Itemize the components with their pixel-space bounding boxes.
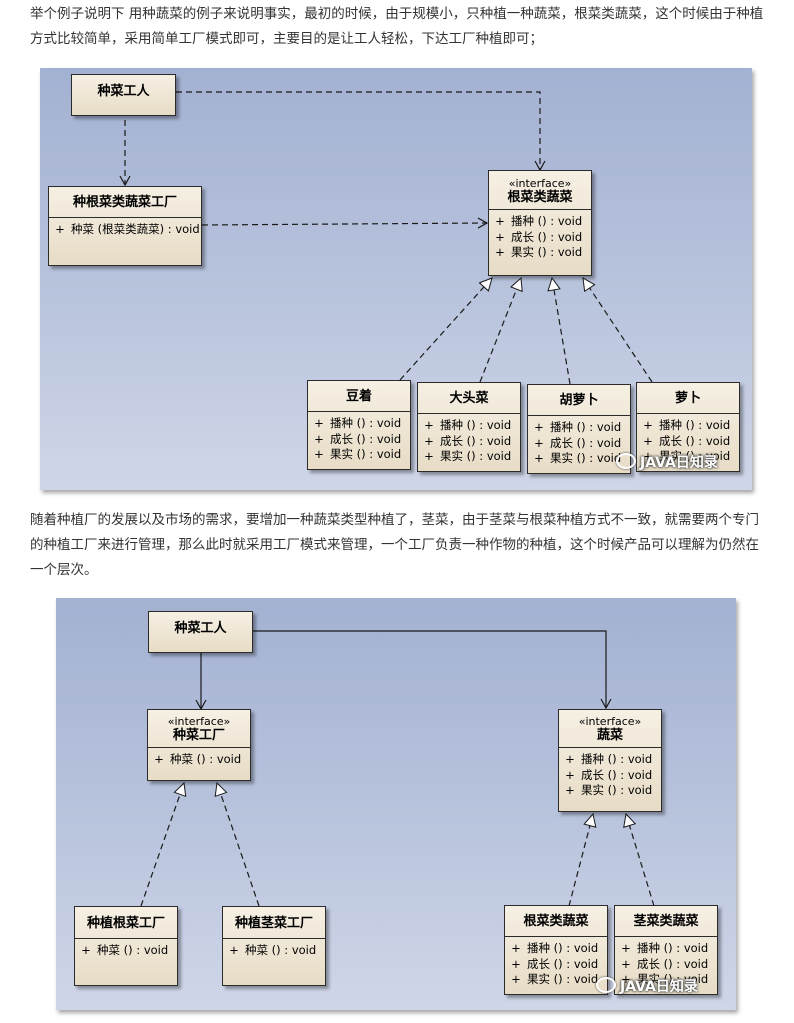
operation-row: +播种 () : void	[643, 418, 731, 432]
operation-row: +种菜 (根菜类蔬菜) : void	[55, 222, 200, 236]
operation-row: +播种 () : void	[534, 420, 622, 434]
realization-douzhe	[399, 277, 493, 381]
stem-veg-class: 茎菜类蔬菜 +播种 () : void +成长 () : void +果实 ()…	[614, 905, 718, 995]
product-class-douzhe: 豆着 +播种 () : void +成长 () : void +果实 () : …	[307, 380, 411, 470]
worker-class: 种菜工人	[148, 611, 253, 653]
operation-row: +播种 () : void	[511, 941, 599, 955]
class-name: 茎菜类蔬菜	[633, 914, 699, 929]
operation-row: +播种 () : void	[424, 418, 512, 432]
operation-row: +果实 () : void	[643, 449, 731, 463]
worker-class: 种菜工人	[71, 74, 176, 116]
uml-diagram-factory-method: 种菜工人 «interface» 种菜工厂 +种菜 () : void «int…	[56, 598, 736, 1010]
operation-row: +播种 () : void	[565, 752, 653, 766]
class-name: 种植茎菜工厂	[234, 916, 313, 931]
stem-factory-class: 种植茎菜工厂 +种菜 () : void	[222, 906, 326, 986]
operation-row: +成长 () : void	[314, 431, 402, 446]
operation-row: +播种 () : void	[314, 416, 402, 430]
root-veg-interface-class: «interface» 根菜类蔬菜 +播种 () : void +成长 () :…	[488, 170, 592, 276]
product-class-luobo: 萝卜 +播种 () : void +成长 () : void +果实 () : …	[636, 382, 740, 472]
intro-paragraph-2: 随着种植厂的发展以及市场的需求，要增加一种蔬菜类型种植了，茎菜，由于茎菜与根菜种…	[30, 512, 759, 578]
watermark: JAVA日知录	[596, 976, 698, 996]
operation-row: +种菜 () : void	[154, 752, 242, 766]
factory-to-iface-dependency	[201, 217, 489, 229]
worker-to-iface-dependency	[176, 91, 546, 172]
watermark: JAVA日知录	[616, 452, 718, 472]
worker-class-name: 种菜工人	[97, 84, 150, 99]
interface-name: 根菜类蔬菜	[507, 190, 573, 205]
operation-row: +果实 () : void	[495, 245, 583, 259]
realization-luobo	[582, 277, 653, 383]
operation-row: +成长 () : void	[643, 433, 731, 448]
realization-datoucai	[479, 276, 523, 383]
factory-class-name: 种根菜类蔬菜工厂	[72, 195, 177, 210]
diagram1-connectors	[119, 91, 653, 385]
interface-name: 种菜工厂	[172, 728, 225, 743]
operation-row: +果实 () : void	[565, 783, 653, 797]
product-class-huluobo: 胡萝卜 +播种 () : void +成长 () : void +果实 () :…	[527, 384, 631, 474]
intro-paragraph-1: 举个例子说明下 用种蔬菜的例子来说明事实，最初的时候，由于规模小，只种植一种蔬菜…	[30, 6, 764, 47]
operation-row: +种菜 () : void	[229, 943, 317, 957]
realization-root-factory	[140, 781, 187, 907]
class-name: 种植根菜工厂	[86, 916, 165, 931]
worker-to-veg-iface-association	[253, 630, 612, 710]
operation-row: +成长 () : void	[511, 956, 599, 971]
operation-row: +成长 () : void	[534, 435, 622, 450]
product-name: 萝卜	[674, 391, 701, 406]
realization-huluobo	[547, 276, 571, 385]
product-name: 大头菜	[449, 391, 489, 406]
operation-row: +种菜 () : void	[81, 943, 169, 957]
operation-row: +成长 () : void	[621, 956, 709, 971]
root-factory-class: 种植根菜工厂 +种菜 () : void	[74, 906, 178, 986]
operation-row: +果实 () : void	[511, 972, 599, 986]
product-name: 胡萝卜	[559, 393, 599, 408]
factory-interface-class: «interface» 种菜工厂 +种菜 () : void	[147, 709, 251, 781]
interface-stereotype: «interface»	[167, 715, 231, 728]
root-veg-class: 根菜类蔬菜 +播种 () : void +成长 () : void +果实 ()…	[504, 905, 608, 995]
vegetable-interface-class: «interface» 蔬菜 +播种 () : void +成长 () : vo…	[558, 709, 662, 812]
realization-stem-veg	[623, 812, 655, 907]
interface-stereotype: «interface»	[578, 715, 642, 728]
wechat-icon	[596, 977, 616, 993]
interface-stereotype: «interface»	[508, 177, 572, 190]
operation-row: +果实 () : void	[314, 447, 402, 461]
realization-stem-factory	[214, 781, 260, 907]
class-name: 根菜类蔬菜	[523, 914, 589, 929]
operation-row: +播种 () : void	[621, 941, 709, 955]
operation-row: +成长 () : void	[565, 767, 653, 782]
operation-row: +果实 () : void	[534, 451, 622, 465]
operation-row: +播种 () : void	[495, 214, 583, 228]
realization-root-veg	[568, 812, 597, 907]
operation-row: +成长 () : void	[424, 433, 512, 448]
worker-class-name: 种菜工人	[174, 621, 227, 636]
operation-row: +成长 () : void	[495, 229, 583, 244]
operation-row: +果实 () : void	[424, 449, 512, 463]
interface-name: 蔬菜	[596, 728, 623, 743]
product-name: 豆着	[345, 389, 372, 404]
operation-row: +果实 () : void	[621, 972, 709, 986]
diagram2-connectors	[140, 630, 655, 907]
root-veg-factory-class: 种根菜类蔬菜工厂 +种菜 (根菜类蔬菜) : void	[48, 186, 202, 266]
uml-diagram-simple-factory: 种菜工人 种根菜类蔬菜工厂 +种菜 (根菜类蔬菜) : void «interf…	[40, 68, 752, 490]
product-class-datoucai: 大头菜 +播种 () : void +成长 () : void +果实 () :…	[417, 382, 521, 472]
wechat-icon	[616, 453, 636, 469]
